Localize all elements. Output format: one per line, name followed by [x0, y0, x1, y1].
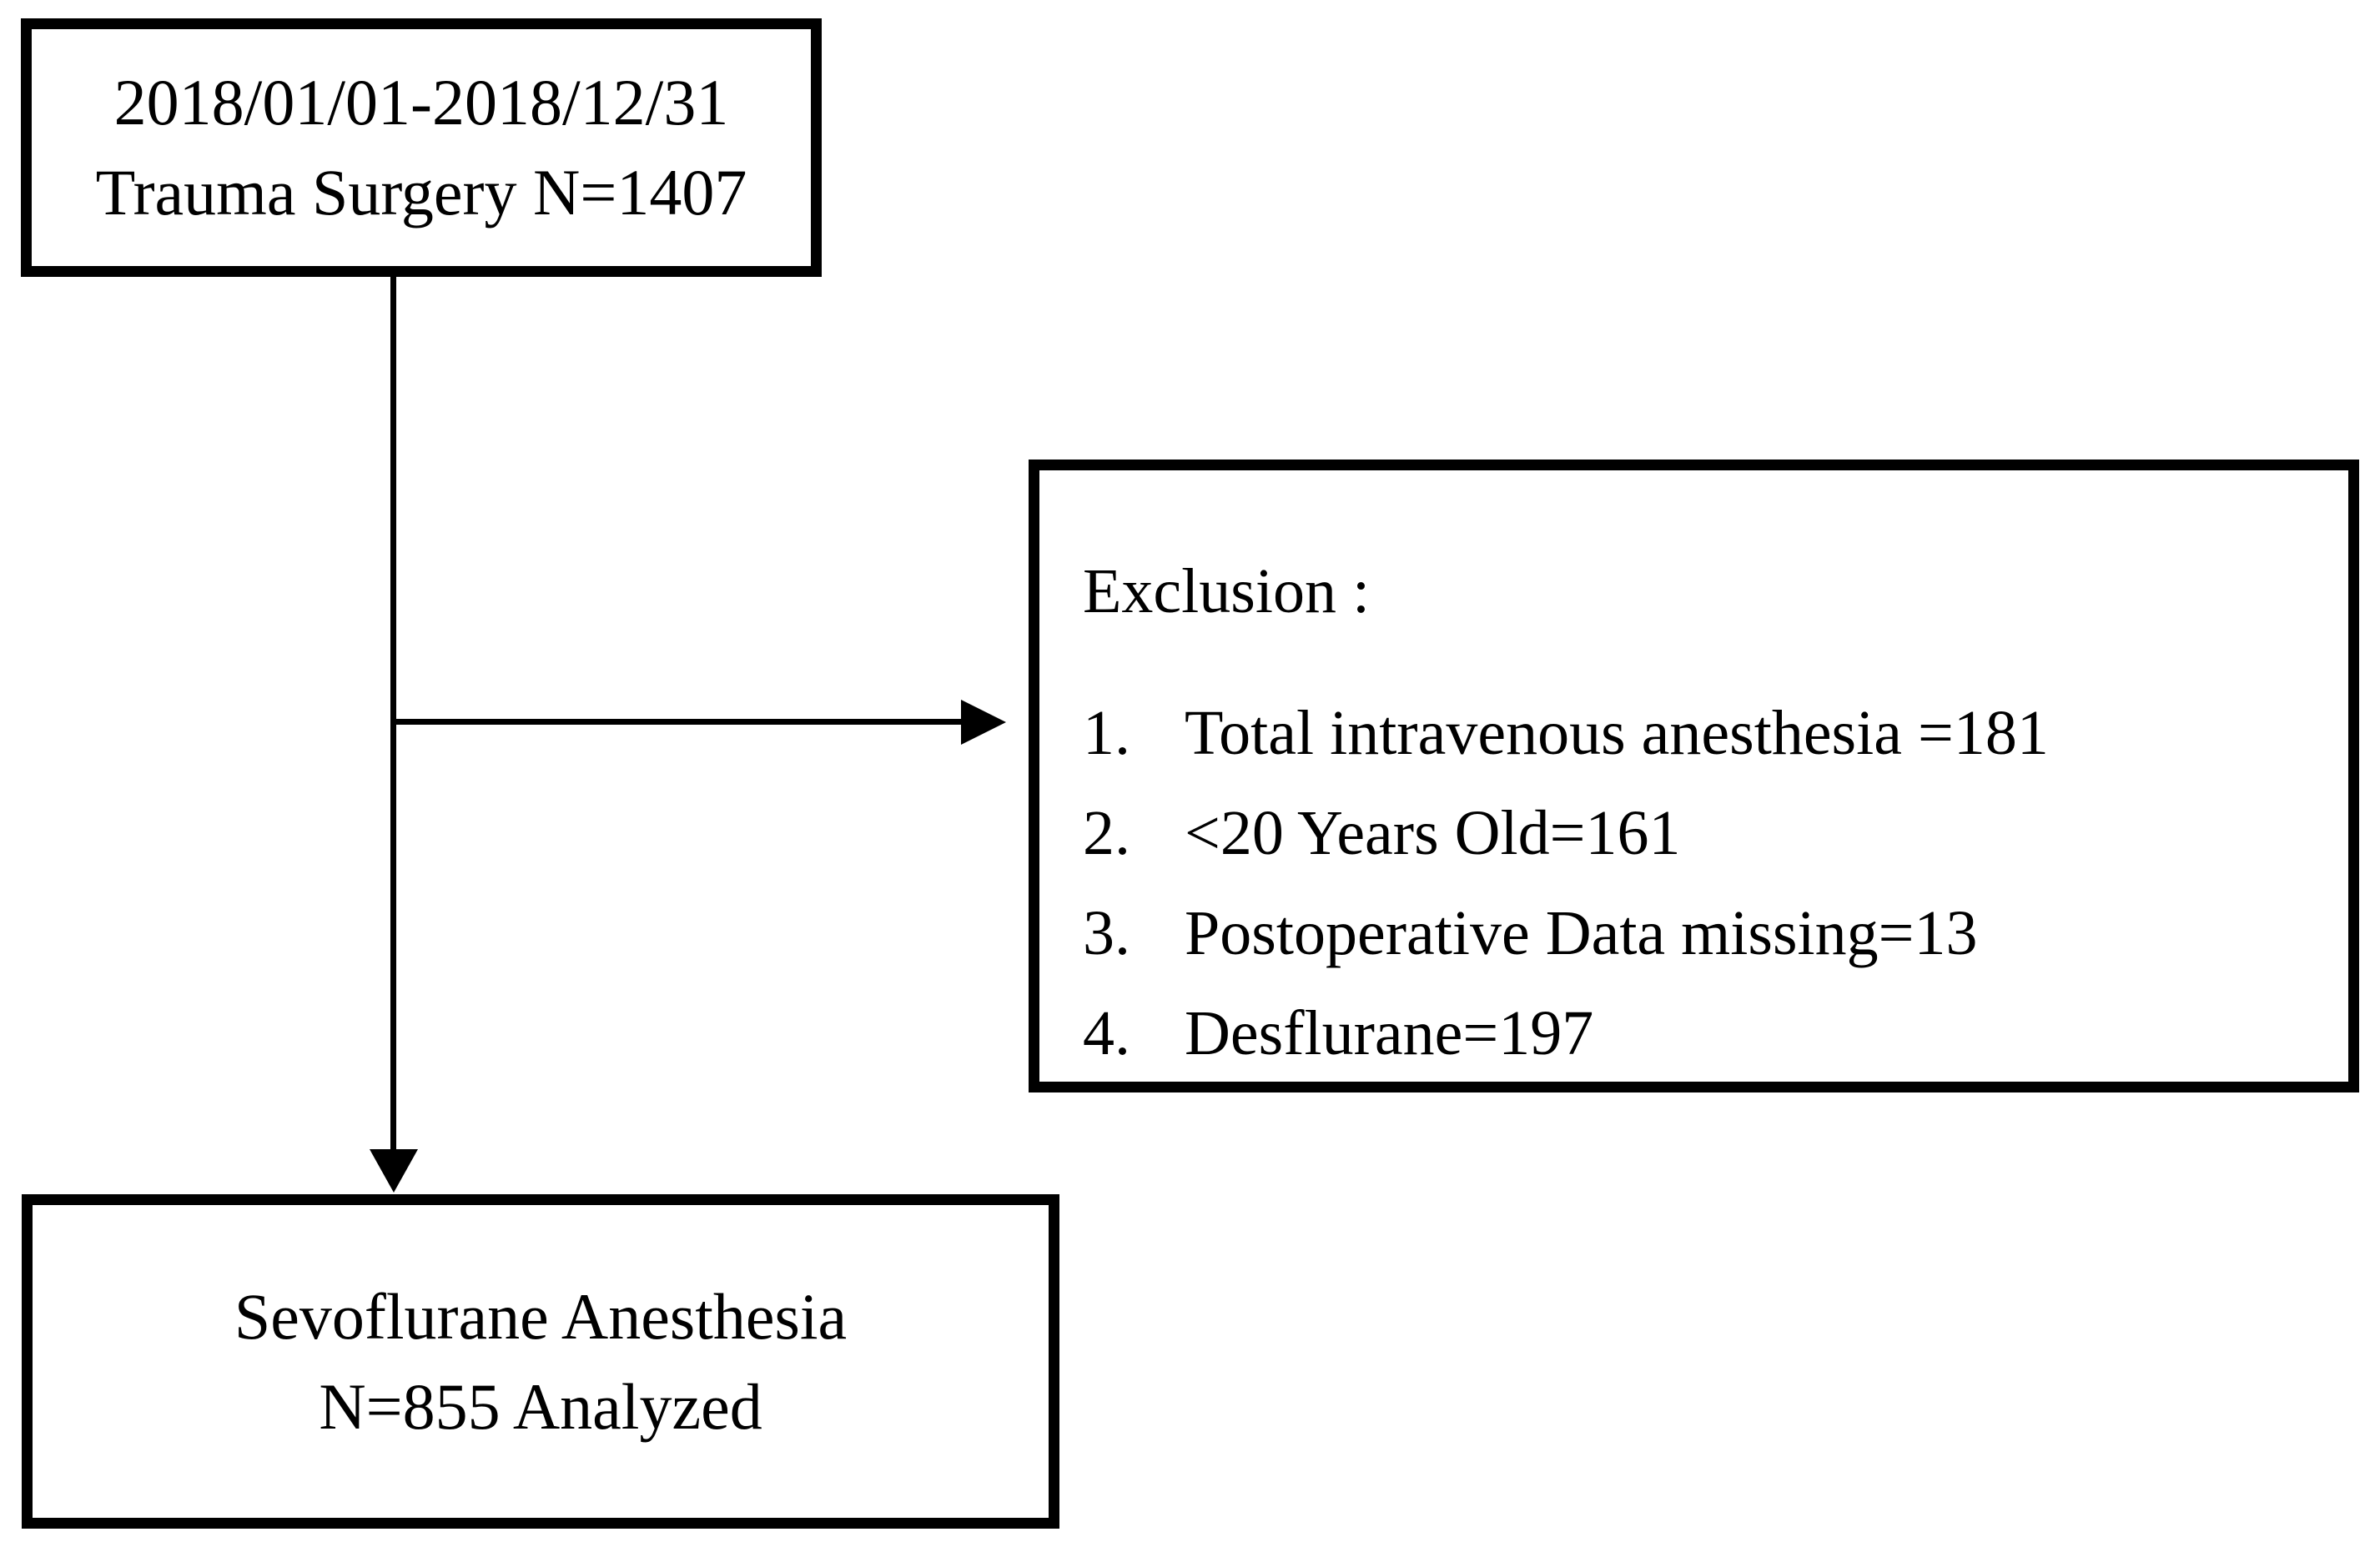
exclusion-item-number: 4.	[1083, 998, 1130, 1068]
analyzed-count-text: N=855 Analyzed	[319, 1369, 762, 1443]
exclusion-item-number: 1.	[1083, 698, 1130, 768]
exclusion-list: 1. Total intravenous anesthesia =181 2. <2…	[1083, 696, 2323, 1071]
exclusion-item: 1. Total intravenous anesthesia =181	[1083, 696, 2323, 771]
exclusion-item-text: Total intravenous anesthesia =181	[1185, 698, 2049, 768]
date-range-text: 2018/01/01-2018/12/31	[113, 66, 729, 138]
trauma-surgery-box: 2018/01/01-2018/12/31 Trauma Surgery N=1…	[21, 18, 822, 277]
exclusion-box: Exclusion : 1. Total intravenous anesthes…	[1029, 460, 2359, 1092]
exclusion-item: 3. Postoperative Data missing=13	[1083, 896, 2323, 971]
down-arrow-line	[390, 277, 396, 1151]
exclusion-title: Exclusion :	[1083, 556, 1371, 626]
exclusion-item-text: <20 Years Old=161	[1185, 798, 1681, 868]
exclusion-item-number: 2.	[1083, 798, 1130, 868]
down-arrowhead-icon	[370, 1149, 418, 1193]
exclusion-arrow-line	[393, 719, 964, 725]
exclusion-item-text: Desflurane=197	[1185, 998, 1594, 1068]
sevoflurane-anesthesia-text: Sevoflurane Anesthesia	[234, 1279, 848, 1353]
analyzed-box: Sevoflurane Anesthesia N=855 Analyzed	[22, 1194, 1059, 1529]
exclusion-item: 2. <20 Years Old=161	[1083, 796, 2323, 871]
exclusion-item-number: 3.	[1083, 898, 1130, 968]
right-arrowhead-icon	[961, 700, 1006, 745]
trauma-surgery-count-text: Trauma Surgery N=1407	[95, 156, 747, 229]
exclusion-item: 4. Desflurane=197	[1083, 996, 2323, 1071]
exclusion-item-text: Postoperative Data missing=13	[1185, 898, 1978, 968]
